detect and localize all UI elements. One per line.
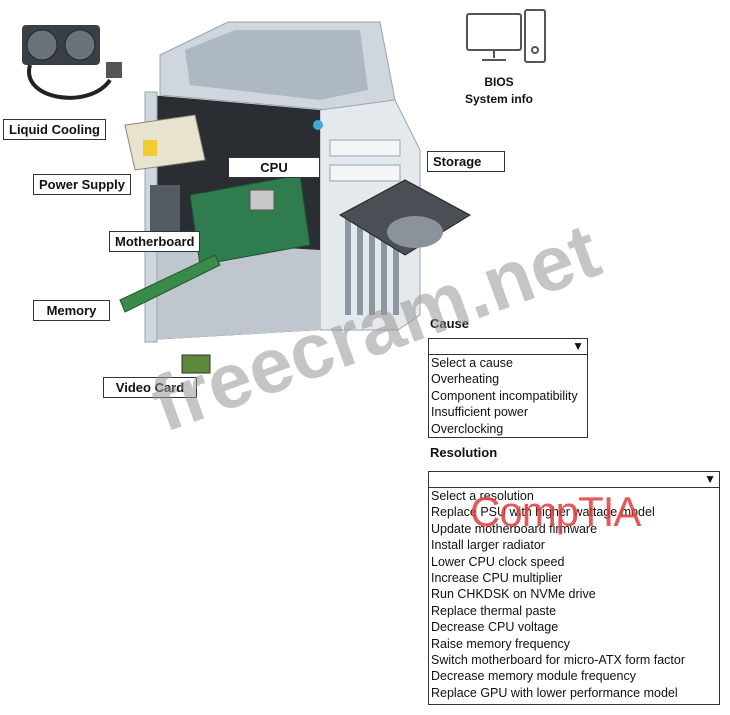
case-top-vent — [185, 30, 368, 100]
resolution-option[interactable]: Select a resolution — [431, 489, 534, 503]
resolution-option[interactable]: Decrease CPU voltage — [431, 620, 559, 635]
radiator-tube — [27, 64, 112, 100]
cpu-socket — [249, 189, 275, 211]
label-liquid-cooling[interactable]: Liquid Cooling — [3, 119, 106, 140]
video-card-chip — [181, 354, 211, 374]
rear-mesh — [150, 185, 180, 240]
chevron-down-icon: ▼ — [704, 472, 716, 486]
front-bay-slot — [329, 164, 401, 182]
front-grill — [345, 215, 399, 315]
memory-stick — [119, 254, 221, 313]
cause-option[interactable]: Overheating — [431, 372, 500, 387]
cause-option[interactable]: Overclocking — [431, 421, 504, 436]
pump-block — [106, 62, 122, 78]
cause-option[interactable]: Select a cause — [431, 356, 513, 370]
label-video-card[interactable]: Video Card — [103, 377, 197, 398]
front-bay-slot — [329, 139, 401, 157]
cause-title: Cause — [430, 316, 470, 331]
resolution-option[interactable]: Increase CPU multiplier — [431, 571, 563, 586]
resolution-option[interactable]: Lower CPU clock speed — [431, 554, 565, 569]
resolution-option[interactable]: Install larger radiator — [431, 538, 545, 553]
cause-dropdown[interactable]: ▼ — [428, 338, 588, 355]
cause-options-list: Select a cause Overheating Component inc… — [428, 354, 588, 438]
storage-platter — [387, 216, 443, 248]
resolution-option[interactable]: Replace GPU with lower performance model — [431, 685, 678, 700]
label-motherboard[interactable]: Motherboard — [109, 231, 201, 252]
resolution-option[interactable]: Raise memory frequency — [431, 636, 570, 651]
bios-label: BIOS — [484, 75, 514, 89]
label-power-supply[interactable]: Power Supply — [33, 174, 131, 195]
resolution-option[interactable]: Decrease memory module frequency — [431, 669, 636, 684]
resolution-option[interactable]: Switch motherboard for micro-ATX form fa… — [431, 653, 686, 668]
bios-monitor-icon — [466, 9, 546, 63]
radiator-fan — [26, 29, 58, 61]
resolution-dropdown[interactable]: ▼ — [428, 471, 720, 488]
resolution-title: Resolution — [430, 445, 498, 460]
bios-system-info[interactable]: BIOS System info — [450, 74, 548, 108]
system-info-label: System info — [464, 92, 533, 106]
resolution-option[interactable]: Replace PSU with higher wattage model — [431, 505, 655, 520]
case-floor — [150, 240, 320, 340]
chevron-down-icon: ▼ — [572, 339, 584, 353]
label-storage[interactable]: Storage — [427, 151, 505, 172]
label-cpu[interactable]: CPU — [228, 157, 320, 178]
psu-unit — [124, 114, 206, 171]
resolution-option[interactable]: Replace thermal paste — [431, 603, 557, 618]
power-button — [313, 120, 323, 130]
resolution-option[interactable]: Run CHKDSK on NVMe drive — [431, 587, 596, 602]
radiator-fan — [64, 29, 96, 61]
resolution-options-list: Select a resolution Replace PSU with hig… — [428, 487, 720, 705]
label-memory[interactable]: Memory — [33, 300, 110, 321]
psu-label — [143, 140, 157, 156]
resolution-option[interactable]: Update motherboard firmware — [431, 521, 598, 536]
cause-option[interactable]: Component incompatibility — [431, 388, 578, 403]
cause-option[interactable]: Insufficient power — [431, 405, 529, 420]
